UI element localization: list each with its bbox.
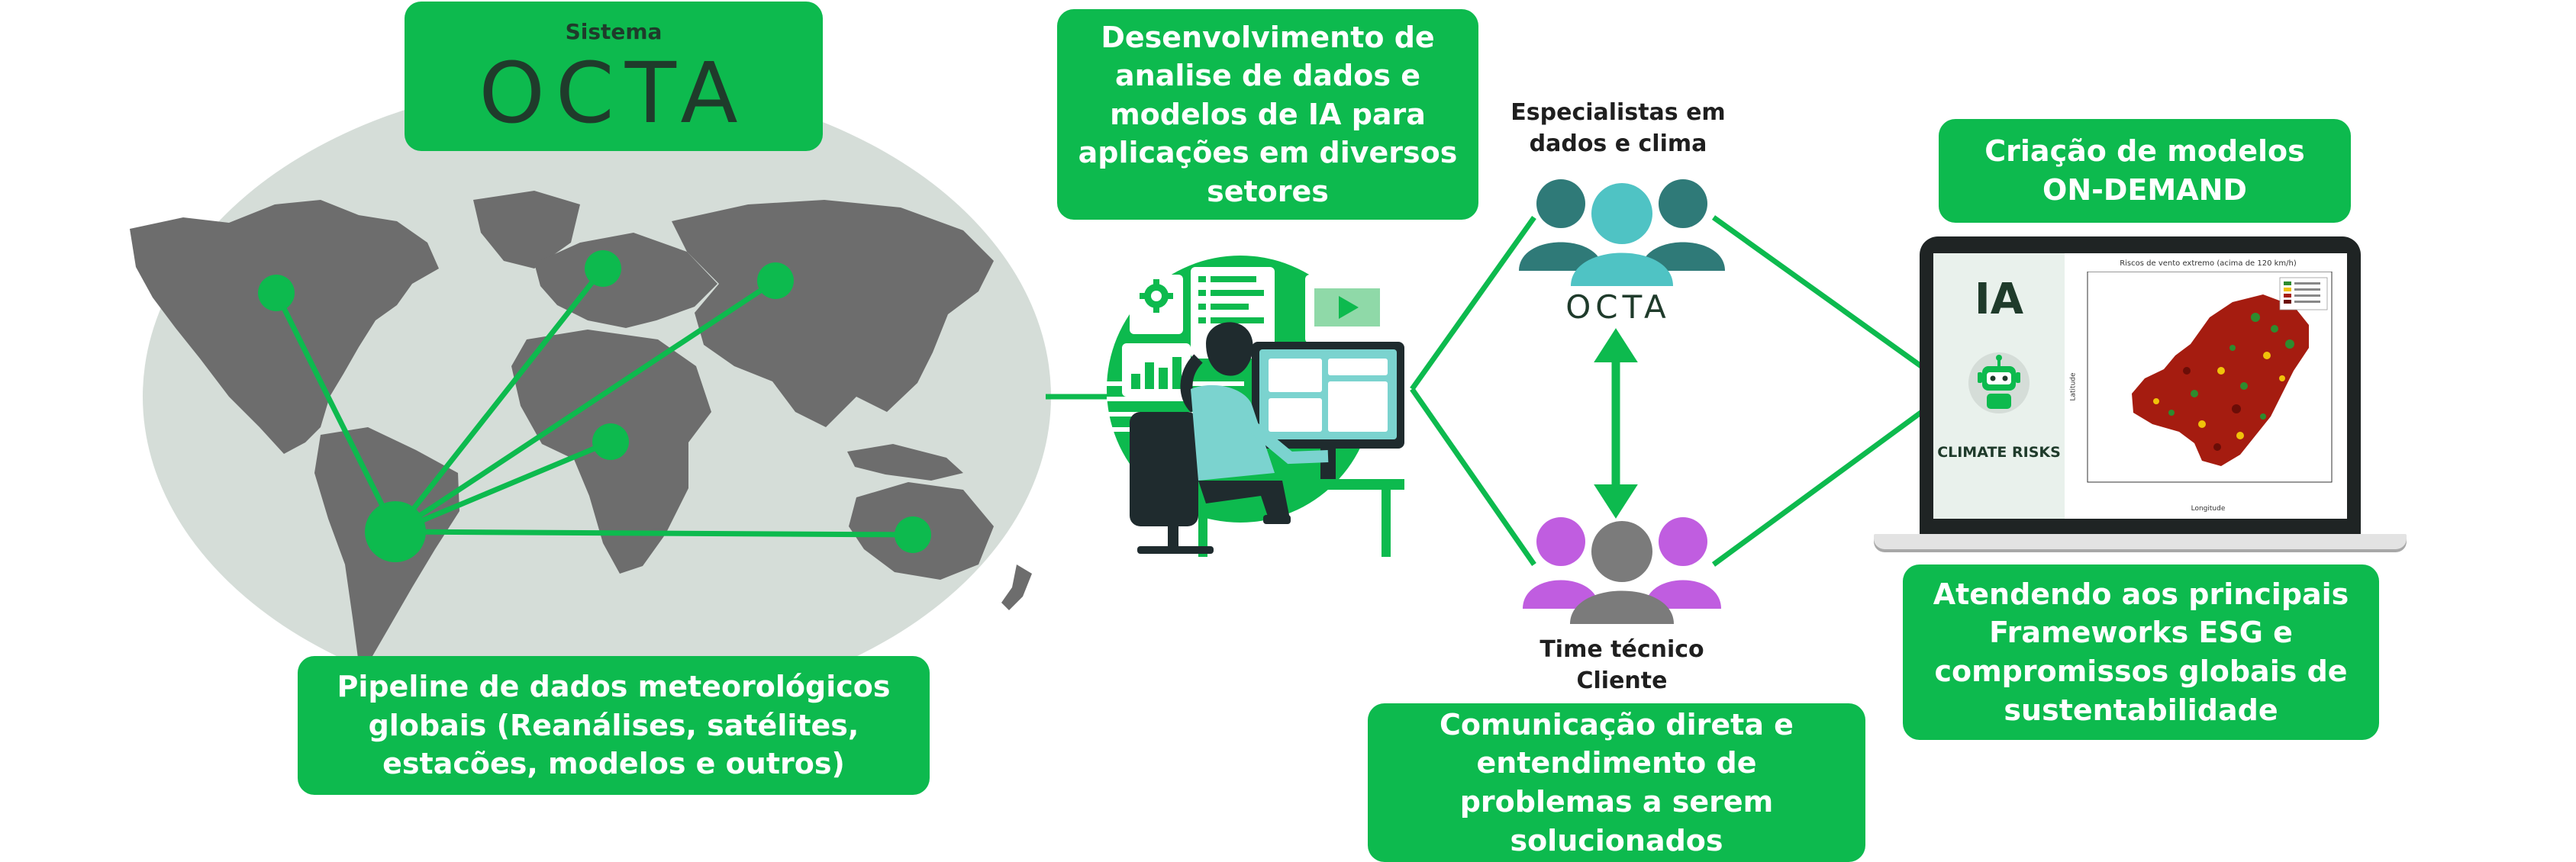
mid-octa-logo: OCTA	[1565, 288, 1671, 326]
communication-text: Comunicação direta e entendimento de pro…	[1440, 707, 1794, 857]
ia-label: IA	[1974, 275, 2024, 324]
risk-map-plot	[2087, 272, 2333, 483]
world-map	[130, 80, 1051, 702]
map-x-label: Longitude	[2191, 505, 2226, 513]
laptop-screen: IA CLIMATE RISKS Riscos de vento extremo…	[1933, 253, 2347, 519]
person-hair	[1206, 322, 1253, 376]
continent-asia	[672, 200, 994, 427]
gear-icon	[1140, 279, 1173, 313]
specialists-label: Especialistas em dados e clima	[1510, 99, 1726, 157]
laptop: IA CLIMATE RISKS Riscos de vento extremo…	[1920, 236, 2361, 534]
double-arrow-icon	[1594, 328, 1638, 519]
continent-europe	[534, 233, 717, 328]
risk-map-region	[2132, 294, 2309, 466]
pipeline-text: Pipeline de dados meteorológicos globais…	[337, 670, 891, 781]
node-north-america	[258, 275, 295, 311]
continent-indonesia	[847, 444, 963, 481]
pipeline-nodes	[258, 250, 931, 562]
ia-panel: IA CLIMATE RISKS	[1933, 253, 2065, 519]
analysis-box: Desenvolvimento de analise de dados e mo…	[1057, 9, 1478, 220]
analysis-text: Desenvolvimento de analise de dados e mo…	[1078, 20, 1458, 208]
climate-risks-label: CLIMATE RISKS	[1937, 444, 2061, 461]
specialists-icon	[1519, 179, 1725, 286]
node-asia	[757, 262, 794, 299]
pipeline-box: Pipeline de dados meteorológicos globais…	[298, 656, 930, 795]
node-africa	[592, 423, 629, 460]
map-y-label: Latitude	[2069, 372, 2078, 401]
map-plot-title: Riscos de vento extremo (acima de 120 km…	[2120, 259, 2297, 268]
pipeline-lines	[273, 266, 914, 538]
video-play-icon	[1339, 296, 1359, 319]
laptop-base	[1874, 534, 2407, 549]
node-south-america-hub	[365, 501, 426, 562]
robot-icon	[1968, 352, 2030, 413]
bar-chart-icon	[1131, 357, 1182, 389]
node-australia	[895, 516, 931, 553]
ondemand-text: Criação de modelos ON-DEMAND	[1984, 134, 2305, 207]
continent-north-america	[130, 200, 439, 454]
continent-new-zealand	[1001, 564, 1032, 610]
data-analyst-illustration	[1107, 256, 1404, 557]
logo-caption: Sistema	[565, 19, 663, 45]
octa-logo-box: Sistema OCTA	[405, 2, 823, 151]
ondemand-box: Criação de modelos ON-DEMAND	[1939, 119, 2351, 223]
logo-name: OCTA	[479, 43, 749, 142]
esg-text: Atendendo aos principais Frameworks ESG …	[1933, 577, 2349, 727]
esg-box: Atendendo aos principais Frameworks ESG …	[1903, 564, 2379, 740]
client-team-label: Time técnico Cliente	[1539, 636, 1704, 694]
client-team-icon	[1523, 517, 1721, 624]
code-window-icon	[1269, 359, 1388, 432]
communication-box: Comunicação direta e entendimento de pro…	[1368, 703, 1865, 862]
node-europe	[585, 250, 621, 287]
continent-greenland	[473, 191, 580, 269]
person-body	[1191, 384, 1275, 481]
